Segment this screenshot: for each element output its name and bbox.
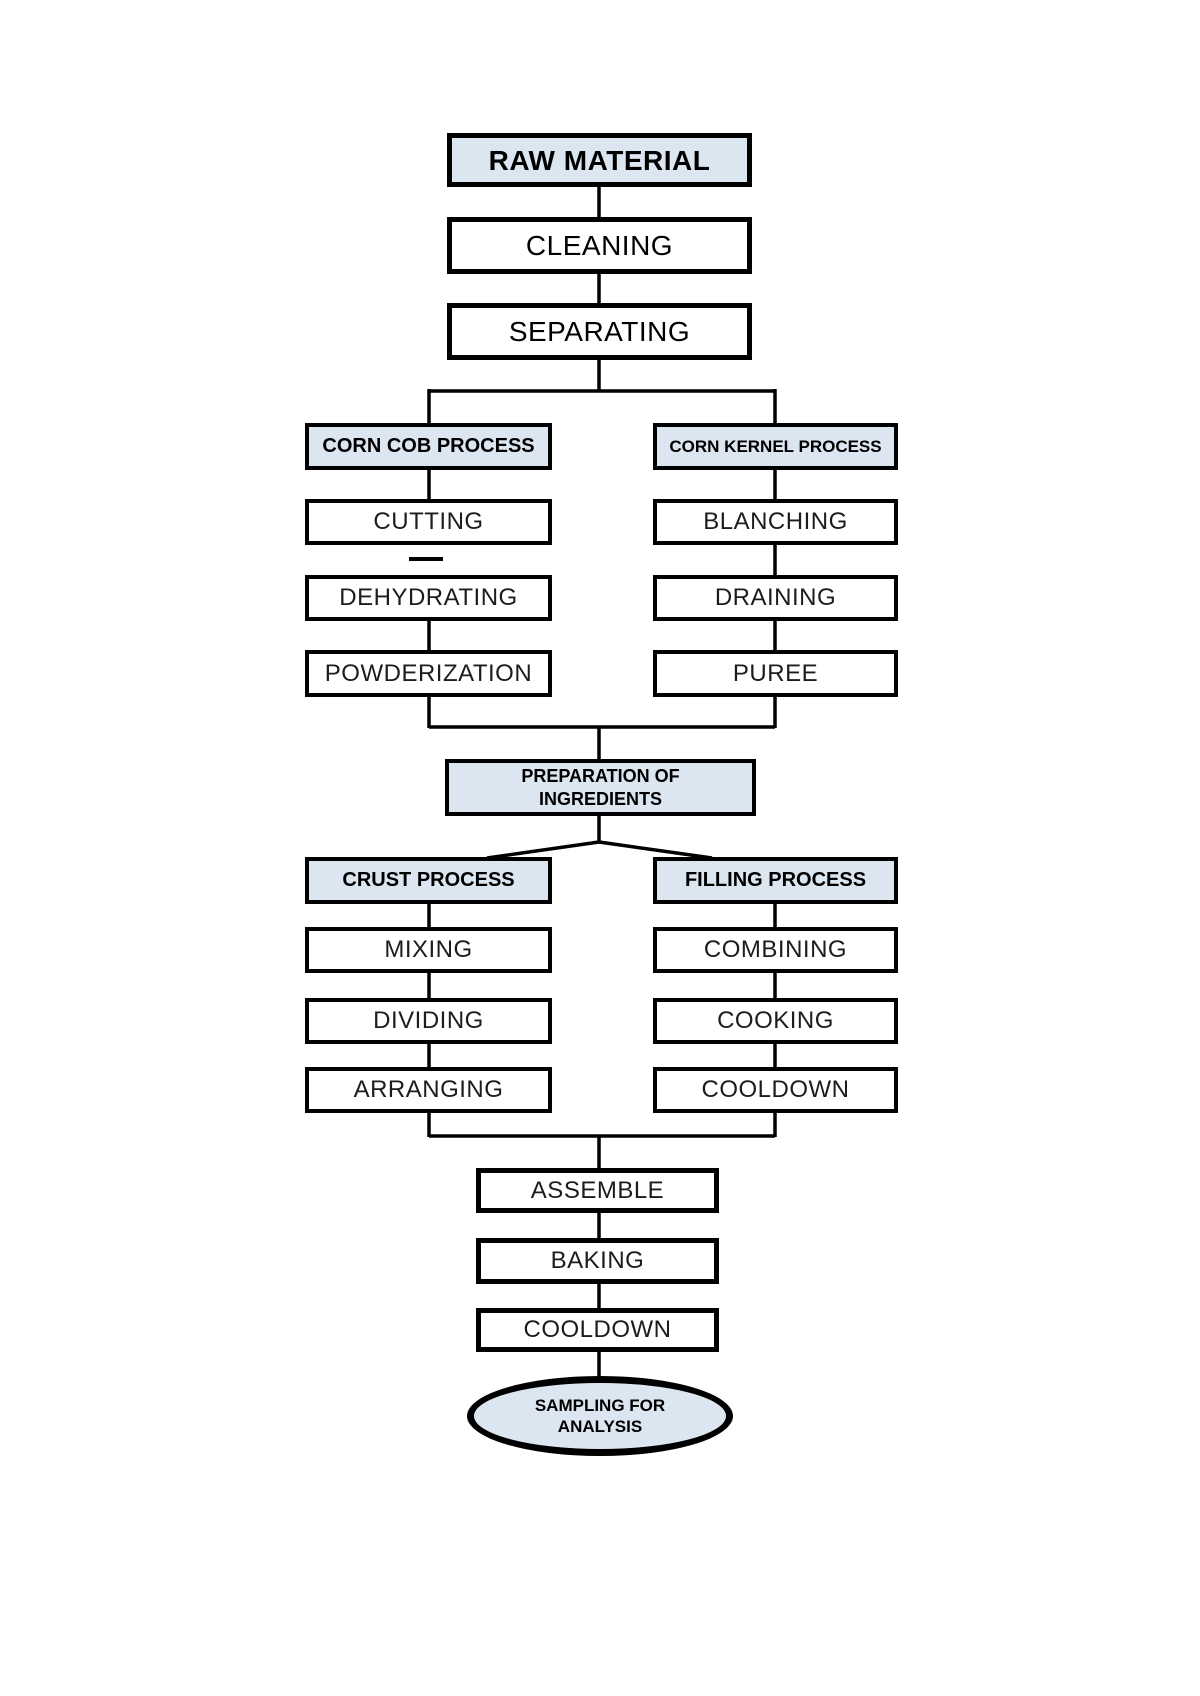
node-label: COOLDOWN: [701, 1076, 850, 1103]
node-sampling-for-analysis: SAMPLING FOR ANALYSIS: [467, 1376, 733, 1456]
node-label: CUTTING: [373, 508, 484, 535]
node-label: DIVIDING: [373, 1007, 484, 1034]
node-label: CLEANING: [525, 230, 674, 261]
node-corn-kernel-process: CORN KERNEL PROCESS: [653, 423, 898, 470]
node-label: ASSEMBLE: [530, 1176, 665, 1204]
node-label: CORN KERNEL PROCESS: [669, 436, 882, 456]
node-label: COMBINING: [703, 936, 848, 963]
node-preparation-of-ingredients: PREPARATION OF INGREDIENTS: [445, 759, 756, 816]
node-cooking: COOKING: [653, 998, 898, 1044]
node-mixing: MIXING: [305, 927, 552, 973]
node-label: DRAINING: [714, 584, 837, 611]
connector-line: [598, 840, 713, 860]
node-cleaning: CLEANING: [447, 217, 752, 274]
node-dehydrating: DEHYDRATING: [305, 575, 552, 621]
node-dividing: DIVIDING: [305, 998, 552, 1044]
node-label: FILLING PROCESS: [684, 869, 867, 891]
connector-line: [486, 840, 600, 860]
node-label: POWDERIZATION: [324, 659, 533, 687]
node-label: SEPARATING: [508, 316, 691, 347]
node-label: CORN COB PROCESS: [322, 435, 535, 457]
node-puree: PUREE: [653, 650, 898, 697]
node-label: COOKING: [717, 1007, 834, 1034]
node-cooldown-filling: COOLDOWN: [653, 1067, 898, 1113]
node-cutting: CUTTING: [305, 499, 552, 545]
node-label: RAW MATERIAL: [488, 144, 711, 176]
node-powderization: POWDERIZATION: [305, 650, 552, 697]
node-crust-process: CRUST PROCESS: [305, 857, 552, 904]
node-filling-process: FILLING PROCESS: [653, 857, 898, 904]
node-separating: SEPARATING: [447, 303, 752, 360]
node-label: CRUST PROCESS: [342, 869, 515, 891]
node-assemble: ASSEMBLE: [476, 1168, 719, 1213]
node-label: PREPARATION OF INGREDIENTS: [521, 766, 680, 809]
node-corn-cob-process: CORN COB PROCESS: [305, 423, 552, 470]
node-label: COOLDOWN: [523, 1316, 672, 1343]
node-cooldown-final: COOLDOWN: [476, 1308, 719, 1352]
node-label: SAMPLING FOR ANALYSIS: [534, 1395, 666, 1436]
node-label: DEHYDRATING: [339, 584, 518, 611]
node-raw-material: RAW MATERIAL: [447, 133, 752, 187]
node-label: MIXING: [384, 936, 473, 963]
node-label: PUREE: [732, 659, 819, 687]
node-label: BLANCHING: [703, 508, 848, 535]
node-combining: COMBINING: [653, 927, 898, 973]
node-blanching: BLANCHING: [653, 499, 898, 545]
node-draining: DRAINING: [653, 575, 898, 621]
node-baking: BAKING: [476, 1238, 719, 1284]
node-arranging: ARRANGING: [305, 1067, 552, 1113]
node-label: ARRANGING: [353, 1076, 504, 1103]
node-label: BAKING: [550, 1247, 645, 1274]
